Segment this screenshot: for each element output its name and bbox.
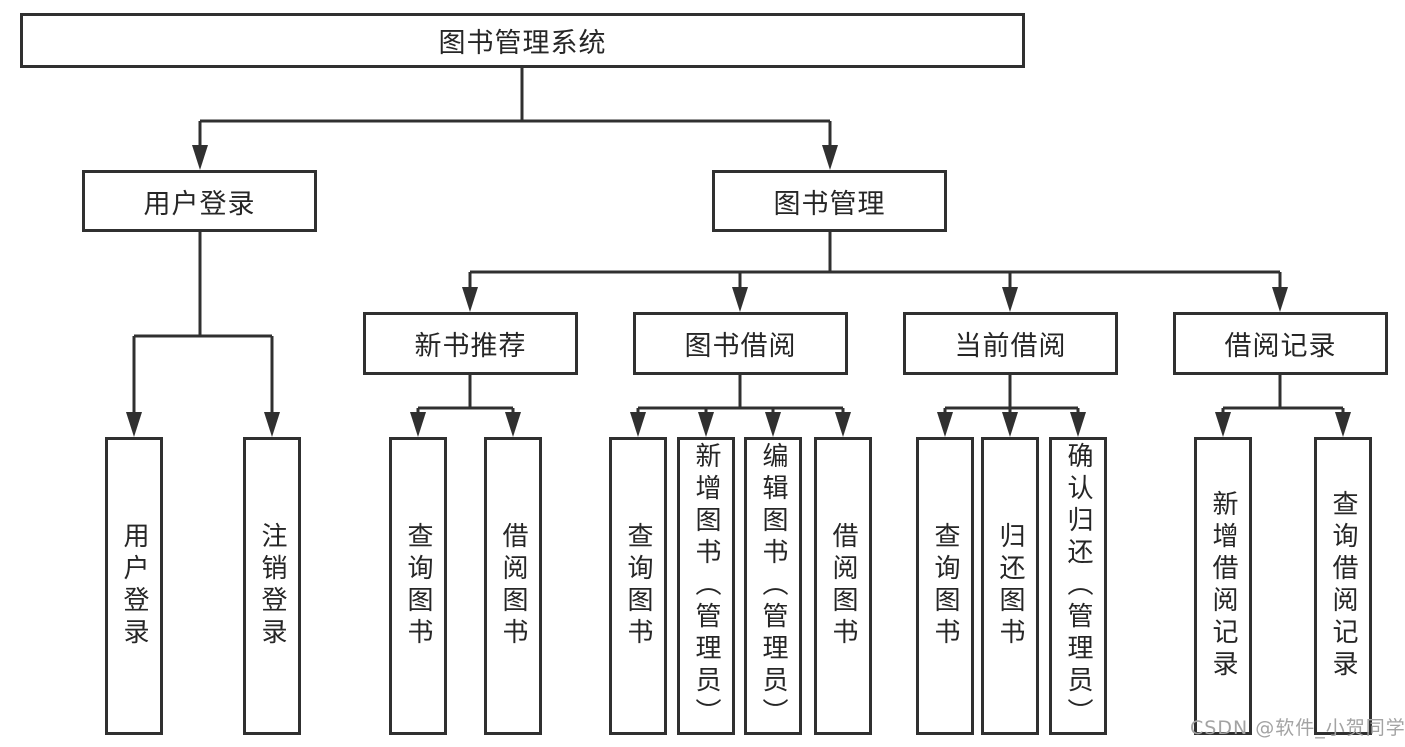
edge-currentborrow-to-leaves	[943, 375, 1080, 415]
edge-userlogin-to-leaves	[132, 232, 274, 415]
leaf-user-login: 用户登录	[105, 437, 163, 735]
leaf-query-book-1: 查询图书	[389, 437, 447, 735]
edge-bookborrow-to-leaves	[636, 375, 845, 415]
leaf-query-book-3: 查询图书	[916, 437, 974, 735]
node-current-borrowing: 当前借阅	[903, 312, 1118, 375]
edge-bookmgmt-to-level3	[468, 232, 1282, 290]
leaf-query-book-2: 查询图书	[609, 437, 667, 735]
edge-newbookrec-to-leaves	[416, 375, 515, 415]
leaf-confirm-return-admin: 确认归还（管理员）	[1049, 437, 1107, 735]
leaf-return-book: 归还图书	[981, 437, 1039, 735]
leaf-borrow-book-2: 借阅图书	[814, 437, 872, 735]
leaf-query-book-3-label: 查询图书	[930, 522, 960, 650]
leaf-confirm-return-admin-label: 确认归还（管理员）	[1063, 442, 1093, 730]
leaf-query-book-1-label: 查询图书	[403, 522, 433, 650]
node-book-borrowing-label: 图书借阅	[684, 331, 797, 362]
node-borrowing-records-label: 借阅记录	[1224, 331, 1337, 362]
leaf-query-borrow-record-label: 查询借阅记录	[1328, 490, 1358, 682]
leaf-query-book-2-label: 查询图书	[623, 522, 653, 650]
leaf-add-borrow-record: 新增借阅记录	[1194, 437, 1252, 735]
leaf-logout: 注销登录	[243, 437, 301, 735]
node-root-label: 图书管理系统	[438, 28, 607, 59]
leaf-query-borrow-record: 查询借阅记录	[1314, 437, 1372, 735]
leaf-logout-label: 注销登录	[257, 522, 287, 650]
leaf-user-login-label: 用户登录	[119, 522, 149, 650]
node-new-book-recommendation-label: 新书推荐	[414, 331, 527, 362]
node-user-login-label: 用户登录	[143, 188, 256, 220]
node-root: 图书管理系统	[20, 13, 1025, 68]
leaf-add-book-admin-label: 新增图书（管理员）	[691, 442, 721, 730]
node-book-borrowing: 图书借阅	[633, 312, 848, 375]
node-book-management: 图书管理	[712, 170, 947, 232]
leaf-edit-book-admin: 编辑图书（管理员）	[744, 437, 802, 735]
edge-borrowrecords-to-leaves	[1221, 375, 1345, 415]
node-new-book-recommendation: 新书推荐	[363, 312, 578, 375]
node-current-borrowing-label: 当前借阅	[954, 331, 1067, 362]
leaf-borrow-book-2-label: 借阅图书	[828, 522, 858, 650]
node-borrowing-records: 借阅记录	[1173, 312, 1388, 375]
csdn-watermark: CSDN @软件_小贺同学	[1190, 717, 1405, 739]
leaf-return-book-label: 归还图书	[995, 522, 1025, 650]
node-book-management-label: 图书管理	[773, 188, 886, 220]
leaf-borrow-book-1: 借阅图书	[484, 437, 542, 735]
leaf-borrow-book-1-label: 借阅图书	[498, 522, 528, 650]
leaf-add-book-admin: 新增图书（管理员）	[677, 437, 735, 735]
leaf-edit-book-admin-label: 编辑图书（管理员）	[758, 442, 788, 730]
edge-root-to-level2	[198, 68, 832, 148]
node-user-login: 用户登录	[82, 170, 317, 232]
leaf-add-borrow-record-label: 新增借阅记录	[1208, 490, 1238, 682]
